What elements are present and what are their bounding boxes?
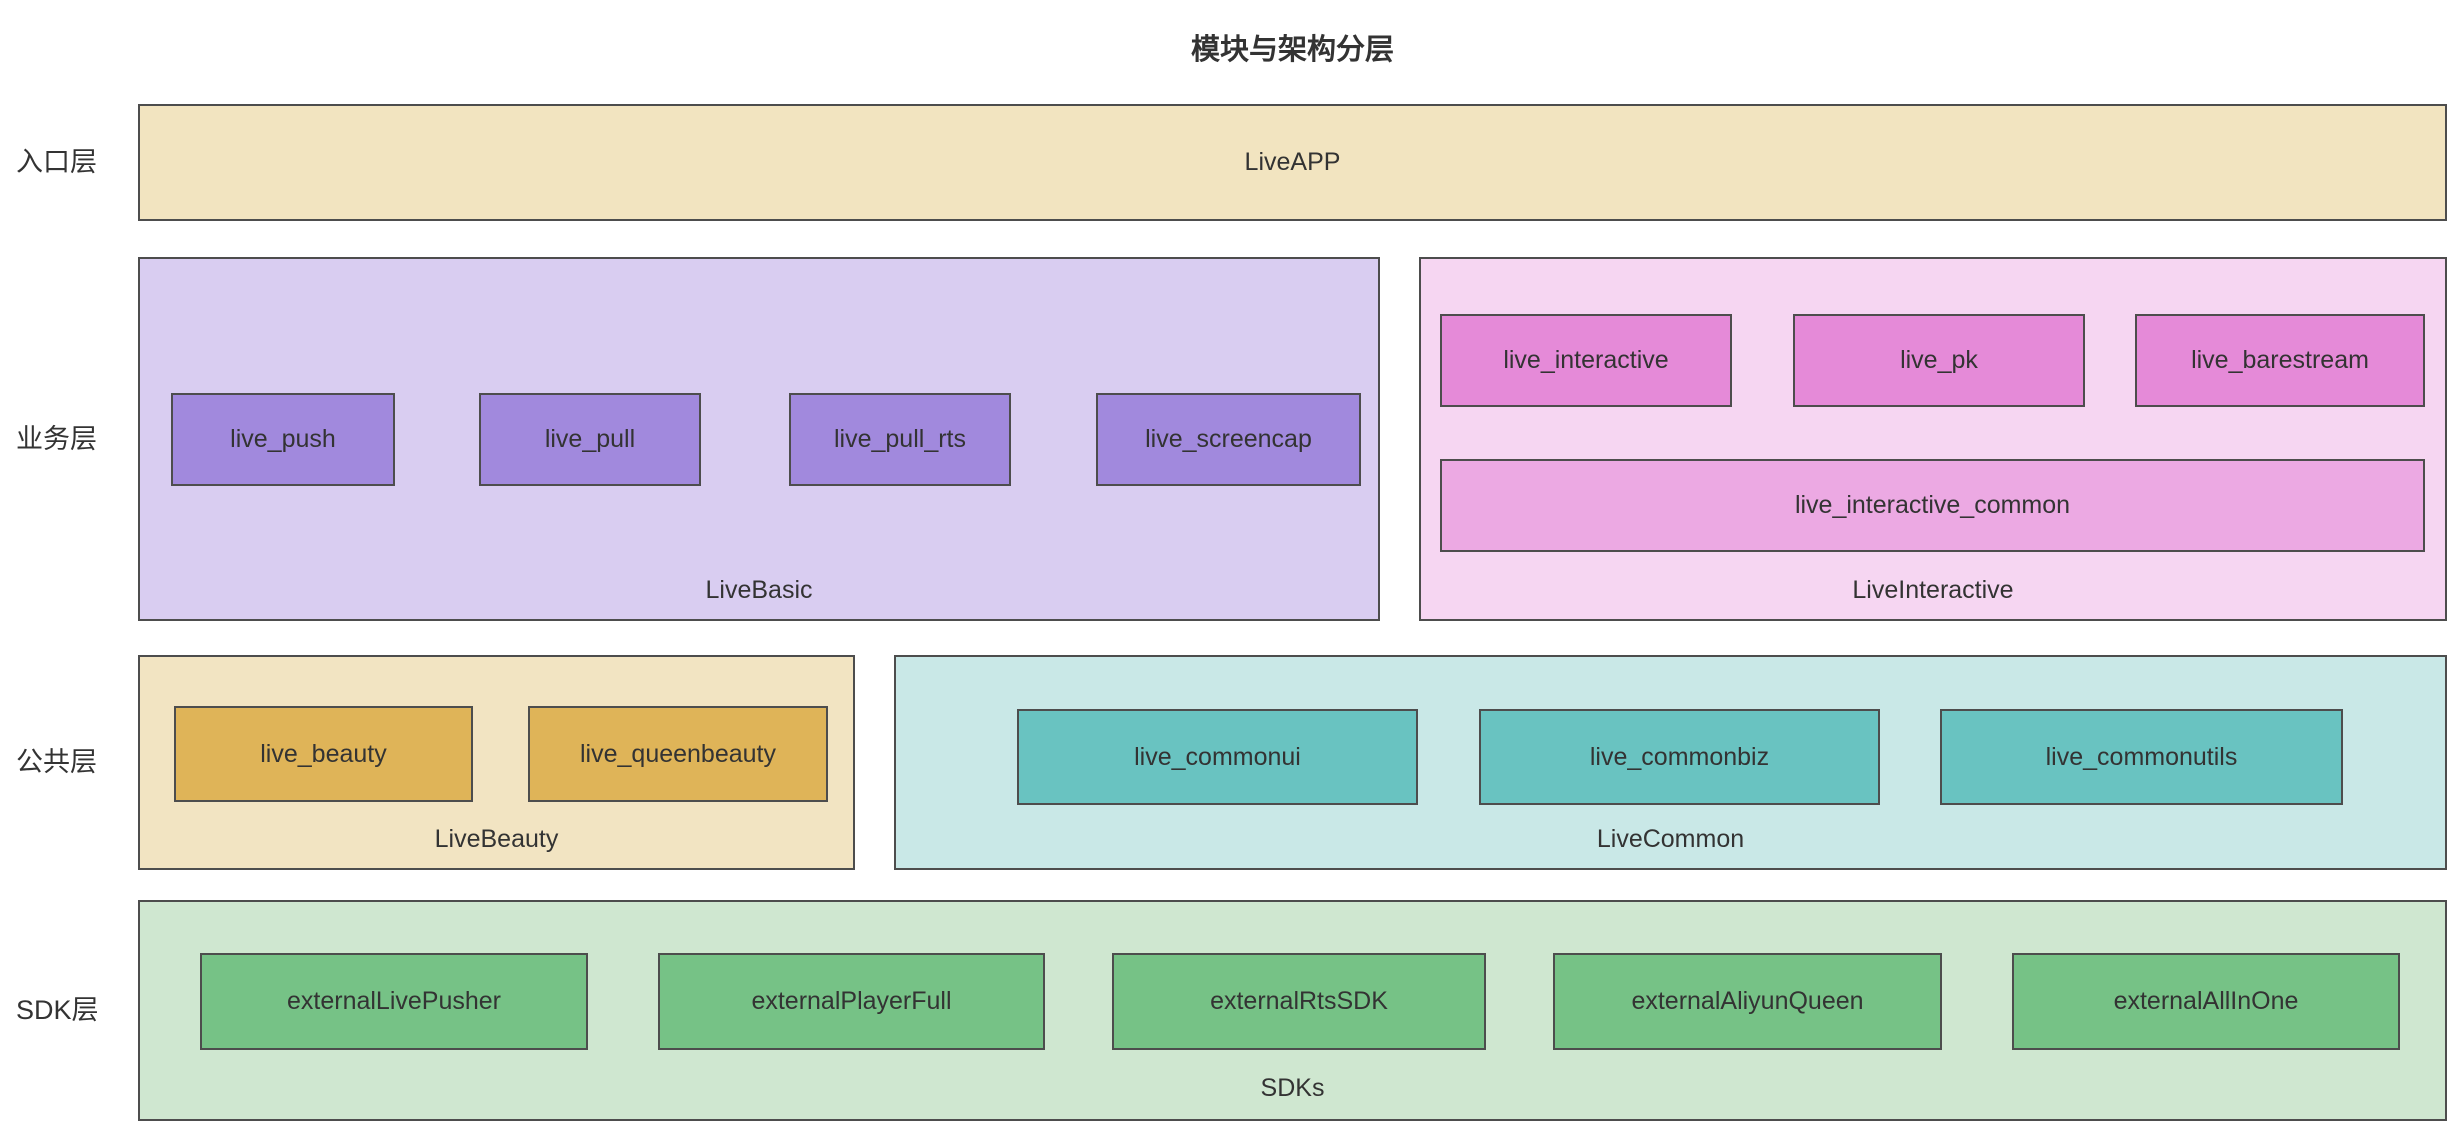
group-liveapp: LiveAPP bbox=[138, 104, 2447, 221]
layer-label-entry: 入口层 bbox=[16, 147, 97, 177]
layer-label-sdk: SDK层 bbox=[16, 995, 99, 1025]
module-external-all-in-one: externalAllInOne bbox=[2012, 953, 2400, 1050]
group-liveinteractive-label: LiveInteractive bbox=[1852, 576, 2014, 604]
module-external-aliyun-queen: externalAliyunQueen bbox=[1553, 953, 1942, 1050]
group-livebasic-label: LiveBasic bbox=[705, 576, 813, 604]
module-live-interactive: live_interactive bbox=[1440, 314, 1732, 407]
module-external-live-pusher: externalLivePusher bbox=[200, 953, 588, 1050]
group-livebeauty-label: LiveBeauty bbox=[434, 825, 559, 853]
module-live-pull: live_pull bbox=[479, 393, 701, 486]
module-external-player-full: externalPlayerFull bbox=[658, 953, 1045, 1050]
module-live-barestream: live_barestream bbox=[2135, 314, 2425, 407]
module-external-rts-sdk: externalRtsSDK bbox=[1112, 953, 1486, 1050]
group-liveapp-label: LiveAPP bbox=[1244, 148, 1341, 176]
group-livecommon-label: LiveCommon bbox=[1596, 825, 1745, 853]
layer-label-common: 公共层 bbox=[16, 747, 97, 777]
diagram-title: 模块与架构分层 bbox=[1190, 34, 1394, 66]
layer-label-business: 业务层 bbox=[16, 424, 97, 454]
module-live-commonutils: live_commonutils bbox=[1940, 709, 2343, 805]
module-live-interactive-common: live_interactive_common bbox=[1440, 459, 2425, 552]
module-live-screencap: live_screencap bbox=[1096, 393, 1361, 486]
module-live-beauty: live_beauty bbox=[174, 706, 473, 802]
module-live-commonbiz: live_commonbiz bbox=[1479, 709, 1880, 805]
module-live-queenbeauty: live_queenbeauty bbox=[528, 706, 828, 802]
module-live-pk: live_pk bbox=[1793, 314, 2085, 407]
module-live-push: live_push bbox=[171, 393, 395, 486]
group-sdks-label: SDKs bbox=[1260, 1074, 1325, 1102]
group-liveinteractive: LiveInteractive bbox=[1419, 257, 2447, 621]
module-live-commonui: live_commonui bbox=[1017, 709, 1418, 805]
module-live-pull-rts: live_pull_rts bbox=[789, 393, 1011, 486]
